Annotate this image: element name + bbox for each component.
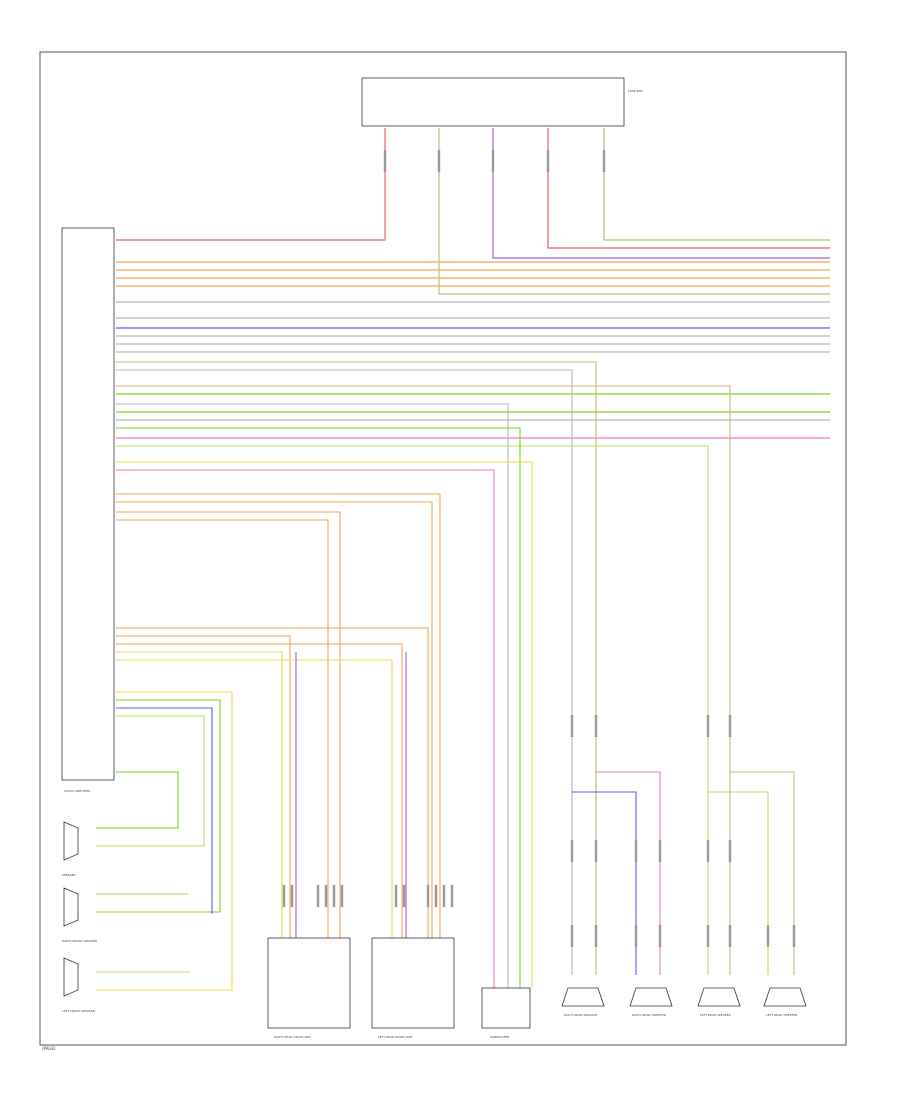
- wire-door-8: [116, 651, 283, 938]
- wire-marker: [491, 150, 495, 172]
- wire-marker: [728, 925, 732, 947]
- wire-marker: [706, 925, 710, 947]
- wire-door-6: [116, 635, 291, 938]
- connector-pin-marker: [450, 885, 454, 907]
- wire-marker: [728, 840, 732, 862]
- wire-fuse-purple: [492, 128, 830, 259]
- wire-marker: [594, 925, 598, 947]
- wire-door-2: [116, 501, 433, 938]
- wire-fuse-olive-2: [603, 128, 830, 241]
- connector-right-rear-door: [267, 937, 351, 1029]
- wire-door-3: [116, 511, 341, 938]
- wire-marker: [602, 150, 606, 172]
- wire-marker: [594, 715, 598, 737]
- wire-door-9: [116, 659, 393, 938]
- wire-marker: [546, 150, 550, 172]
- connector-pin-marker: [434, 885, 438, 907]
- connector-pin-marker: [442, 885, 446, 907]
- wire-marker: [634, 925, 638, 947]
- page-code: (PAGE): [42, 1046, 56, 1051]
- wire-marker: [658, 840, 662, 862]
- wire-marker: [766, 925, 770, 947]
- connector-pin-marker: [290, 885, 294, 907]
- connector-pin-marker: [394, 885, 398, 907]
- wire-group: [96, 128, 830, 991]
- wire-marker: [570, 840, 574, 862]
- wire-marker: [570, 715, 574, 737]
- wire-marker: [594, 840, 598, 862]
- connector-pin-marker: [340, 885, 344, 907]
- bottom-component-label: RIGHT REAR TWEETER: [632, 1013, 666, 1017]
- speaker-rr-tweeter: [629, 987, 673, 1007]
- wire-marker: [658, 925, 662, 947]
- connector-pin-marker: [332, 885, 336, 907]
- wire-lr-speaker-2: [116, 445, 709, 975]
- bottom-component-labels: RIGHT REAR DOOR UNIT LEFT REAR DOOR UNIT…: [274, 1013, 798, 1039]
- wire-lf-speaker: [96, 691, 233, 991]
- speaker-left-3: [63, 957, 79, 997]
- left-component-label: RIGHT FRONT SPEAKER: [62, 939, 97, 943]
- connector-pin-marker: [426, 885, 430, 907]
- wire-rf-speaker-2: [116, 707, 213, 914]
- speaker-rr: [561, 987, 605, 1007]
- wire-speaker-2: [96, 771, 179, 829]
- wire-marker: [706, 715, 710, 737]
- wire-rr-speaker: [116, 361, 597, 975]
- fuse-box-label: FUSE BOX: [628, 89, 643, 93]
- wire-rf-speaker: [96, 699, 221, 913]
- wire-door-7: [116, 643, 403, 938]
- connector-pin-marker: [402, 885, 406, 907]
- bottom-component-label: SUBWOOFER: [490, 1035, 509, 1039]
- connector-pin-marker: [324, 885, 328, 907]
- diagram-frame: [39, 51, 847, 1046]
- wire-fuse-olive: [438, 128, 830, 295]
- wire-lr-tweeter: [708, 791, 769, 975]
- speaker-lr-tweeter: [763, 987, 807, 1007]
- speaker-left-1: [63, 821, 79, 861]
- speaker-lr: [697, 987, 741, 1007]
- left-component-label: SPEAKER: [62, 873, 76, 877]
- bottom-component-label: LEFT REAR DOOR UNIT: [378, 1035, 412, 1039]
- wire-marker: [570, 925, 574, 947]
- wire-subwoofer: [116, 403, 509, 988]
- wire-fuse-red-2: [547, 128, 830, 249]
- wire-fuse-red: [116, 128, 386, 241]
- wire-subwoofer-3: [116, 461, 533, 988]
- bottom-connectors: [267, 937, 531, 1029]
- wire-marker: [634, 840, 638, 862]
- connector-left-rear-door: [371, 937, 455, 1029]
- speaker-left-2: [63, 887, 79, 927]
- amplifier-module-label: AUDIO AMPLIFIER: [64, 789, 90, 793]
- left-component-label: LEFT FRONT SPEAKER: [62, 1009, 95, 1013]
- wire-door: [116, 493, 441, 938]
- wire-lr-tweeter-2: [730, 771, 795, 975]
- wire-rr-tweeter-2: [596, 771, 661, 975]
- fuse-box: FUSE BOX: [361, 77, 643, 127]
- wire-speaker: [96, 715, 205, 847]
- wire-marker: [792, 925, 796, 947]
- connector-subwoofer: [481, 987, 531, 1029]
- bottom-component-label: LEFT REAR SPEAKER: [700, 1013, 731, 1017]
- wire-marker: [728, 715, 732, 737]
- wire-door-5: [116, 627, 429, 938]
- left-component-labels: SPEAKER RIGHT FRONT SPEAKER LEFT FRONT S…: [62, 873, 97, 1013]
- wire-rr-tweeter: [572, 791, 637, 975]
- connector-pin-marker: [282, 885, 286, 907]
- bottom-component-label: RIGHT REAR SPEAKER: [564, 1013, 597, 1017]
- wire-marker: [437, 150, 441, 172]
- wire-door-4: [116, 519, 329, 938]
- amplifier-module: AUDIO AMPLIFIER: [61, 227, 115, 793]
- wire-subwoofer-2: [116, 427, 521, 988]
- wire-rr-speaker-2: [116, 369, 573, 975]
- connector-pin-marker: [316, 885, 320, 907]
- wire-subwoofer-4: [116, 469, 495, 988]
- bottom-component-label: LEFT REAR TWEETER: [766, 1013, 798, 1017]
- wire-lr-speaker: [116, 385, 731, 975]
- wire-marker: [383, 150, 387, 172]
- bottom-component-label: RIGHT REAR DOOR UNIT: [274, 1035, 311, 1039]
- wire-marker: [706, 840, 710, 862]
